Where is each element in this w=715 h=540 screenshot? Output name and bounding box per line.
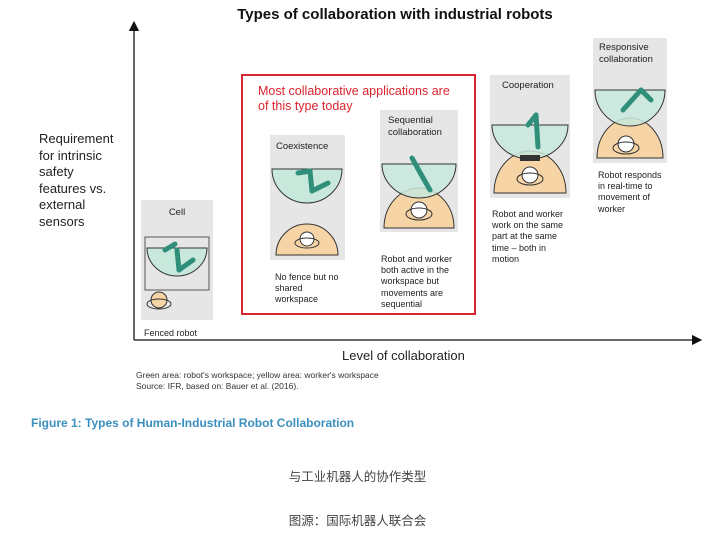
diagram-title: Types of collaboration with industrial r… xyxy=(237,6,553,23)
y-axis-label-line: safety xyxy=(39,164,74,179)
worker-head xyxy=(521,166,539,184)
y-axis-label-line: sensors xyxy=(39,213,85,229)
highlight-line: Most collaborative applications are xyxy=(258,84,450,98)
stage-caption-line: part at the same xyxy=(492,231,558,242)
stage-title: Cooperation xyxy=(502,80,582,92)
worker-head xyxy=(617,135,635,153)
stage-title-line: collaboration xyxy=(599,54,653,65)
stage-coexistence-illustration xyxy=(271,168,343,256)
stage-title-line: Responsive xyxy=(599,42,649,53)
stage-caption-line: work on the same xyxy=(492,220,564,231)
y-axis-label-line: for intrinsic xyxy=(39,147,102,163)
stage-caption: Robot responds in real-time to movement … xyxy=(598,170,662,215)
stage-caption-line: Robot and worker xyxy=(492,209,564,219)
stage-sequential-illustration xyxy=(381,155,457,229)
stage-caption-line: Fenced robot xyxy=(144,328,198,338)
stage-title-line: Sequential xyxy=(388,115,433,126)
stage-cell-illustration xyxy=(144,236,210,310)
stage-caption-line: No fence but no xyxy=(275,272,339,282)
stage-responsive-illustration xyxy=(594,87,666,159)
stage-title-line: collaboration xyxy=(388,127,442,138)
stage-title: Cell xyxy=(141,207,213,219)
robot-zone xyxy=(594,89,666,127)
stage-caption-line: Robot responds xyxy=(598,170,662,180)
stage-caption: Robot and worker work on the same part a… xyxy=(492,209,563,265)
robot-arm xyxy=(162,241,178,253)
robot-arm xyxy=(174,247,182,273)
stage-caption-line: shared xyxy=(275,283,303,294)
stage-title-line: Coexistence xyxy=(276,141,329,152)
stage-title: Responsive collaboration xyxy=(599,42,673,66)
robot-arm xyxy=(309,180,331,194)
source-note-line: Source: IFR, based on: Bauer et al. (201… xyxy=(136,381,299,391)
robot-zone xyxy=(381,163,457,199)
robot-arm xyxy=(176,257,196,273)
stage-caption: No fence but no shared workspace xyxy=(275,272,339,306)
robot-arm xyxy=(533,112,541,150)
y-axis-label: Requirement for intrinsic safety feature… xyxy=(39,131,113,230)
stage-caption-line: sequential xyxy=(381,298,423,309)
x-axis-label: Level of collaboration xyxy=(342,348,465,363)
stage-caption-line: time – both in xyxy=(492,242,547,253)
stage-caption-line: workspace xyxy=(275,294,319,305)
stage-caption: Fenced robot xyxy=(144,328,197,339)
highlight-box xyxy=(241,74,476,315)
stage-title: Coexistence xyxy=(276,141,351,153)
worker-body xyxy=(294,237,320,249)
robot-arm xyxy=(295,168,313,176)
stage-caption-line: movement of xyxy=(598,192,651,203)
robot-arm xyxy=(638,87,654,103)
source-note: Green area: robot's workspace; yellow ar… xyxy=(136,370,379,392)
stage-caption-line: both active in the xyxy=(381,265,450,276)
y-axis-label-line: Requirement xyxy=(39,131,114,146)
worker-body xyxy=(612,141,640,155)
stage-caption-line: workspace but xyxy=(381,276,440,287)
stage-title-line: Cell xyxy=(168,207,186,218)
stage-cooperation-illustration xyxy=(491,112,569,194)
stage-caption-line: Robot and worker xyxy=(381,254,453,264)
worker-head xyxy=(299,231,315,247)
y-axis-label-line: features vs. xyxy=(39,180,107,196)
fence xyxy=(144,236,210,291)
highlight-text: Most collaborative applications are of t… xyxy=(258,84,450,114)
robot-arm xyxy=(620,87,644,113)
figure-caption: Figure 1: Types of Human-Industrial Robo… xyxy=(31,416,355,430)
robot-arm xyxy=(419,173,433,193)
stage-caption-line: worker xyxy=(598,203,626,214)
robot-arm xyxy=(307,168,315,194)
stage-caption-line: in real-time to xyxy=(598,181,653,192)
worker-body xyxy=(405,207,433,221)
shared-part xyxy=(520,155,540,161)
stage-caption-line: movements are xyxy=(381,287,444,298)
worker-body xyxy=(146,298,172,310)
worker-head xyxy=(410,201,428,219)
highlight-line: of this type today xyxy=(258,99,353,113)
cn-source: 图源：国际机器人联合会 xyxy=(288,513,427,528)
robot-zone xyxy=(491,124,569,160)
stage-caption-line: motion xyxy=(492,253,520,264)
source-note-line: Green area: robot's workspace; yellow ar… xyxy=(136,370,379,380)
worker-body xyxy=(516,172,544,186)
cn-caption: 与工业机器人的协作类型 xyxy=(288,469,427,484)
robot-zone xyxy=(271,168,343,204)
stage-caption: Robot and worker both active in the work… xyxy=(381,254,452,310)
robot-arm xyxy=(409,155,425,179)
stage-title-line: Cooperation xyxy=(502,80,554,91)
y-axis-label-line: external xyxy=(39,197,86,212)
stage-title: Sequential collaboration xyxy=(388,115,466,139)
